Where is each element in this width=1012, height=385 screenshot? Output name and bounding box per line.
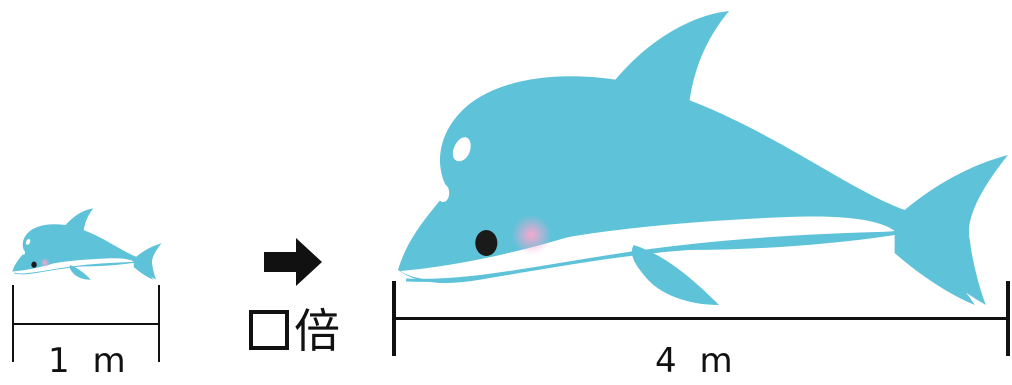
- small-dolphin-image: [12, 208, 162, 281]
- ruler-bar: [392, 317, 1010, 320]
- ruler-tick-right: [1006, 281, 1010, 356]
- large-length-label: 4 m: [655, 341, 739, 381]
- ruler-bar: [12, 323, 160, 325]
- small-length-label: 1 m: [48, 341, 132, 381]
- large-length-ruler: [392, 281, 1012, 357]
- times-suffix: 倍: [294, 304, 340, 358]
- multiplier-question: 倍: [246, 302, 366, 362]
- small-length-ruler: [12, 285, 162, 363]
- ruler-tick-right: [158, 285, 160, 362]
- arrow-right-icon: [264, 238, 322, 286]
- blank-box-icon: [249, 310, 289, 350]
